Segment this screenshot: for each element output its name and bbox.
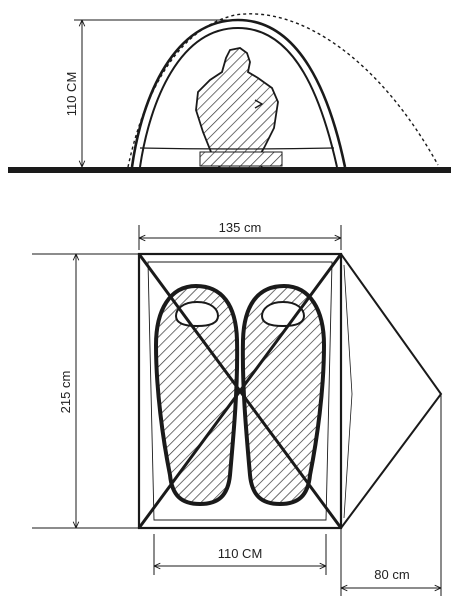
sleeping-bag-right — [240, 283, 327, 507]
inner-floor-outline — [147, 261, 333, 521]
pole-diagonal-2 — [137, 253, 343, 529]
ground-line — [8, 167, 451, 173]
floor-mat — [199, 151, 283, 167]
sleeping-bag-left — [153, 283, 240, 507]
tent-arch-inner — [139, 26, 338, 168]
person-silhouette — [195, 47, 279, 169]
person-hand — [254, 99, 264, 109]
height-label: 110 CM — [64, 72, 79, 117]
inner-tent-line — [139, 147, 335, 150]
side-view: 110 CM — [8, 13, 451, 173]
vestibule-outline — [340, 253, 443, 529]
length-label: 215 cm — [58, 371, 73, 414]
floor-plan: 135 cm 215 cm 110 CM — [32, 220, 443, 596]
vestibule-label: 80 cm — [374, 567, 409, 582]
width-label: 135 cm — [219, 220, 262, 235]
vestibule-inner-line — [343, 264, 353, 519]
floor-outline — [137, 252, 343, 530]
inner-width-label: 110 CM — [218, 546, 263, 561]
